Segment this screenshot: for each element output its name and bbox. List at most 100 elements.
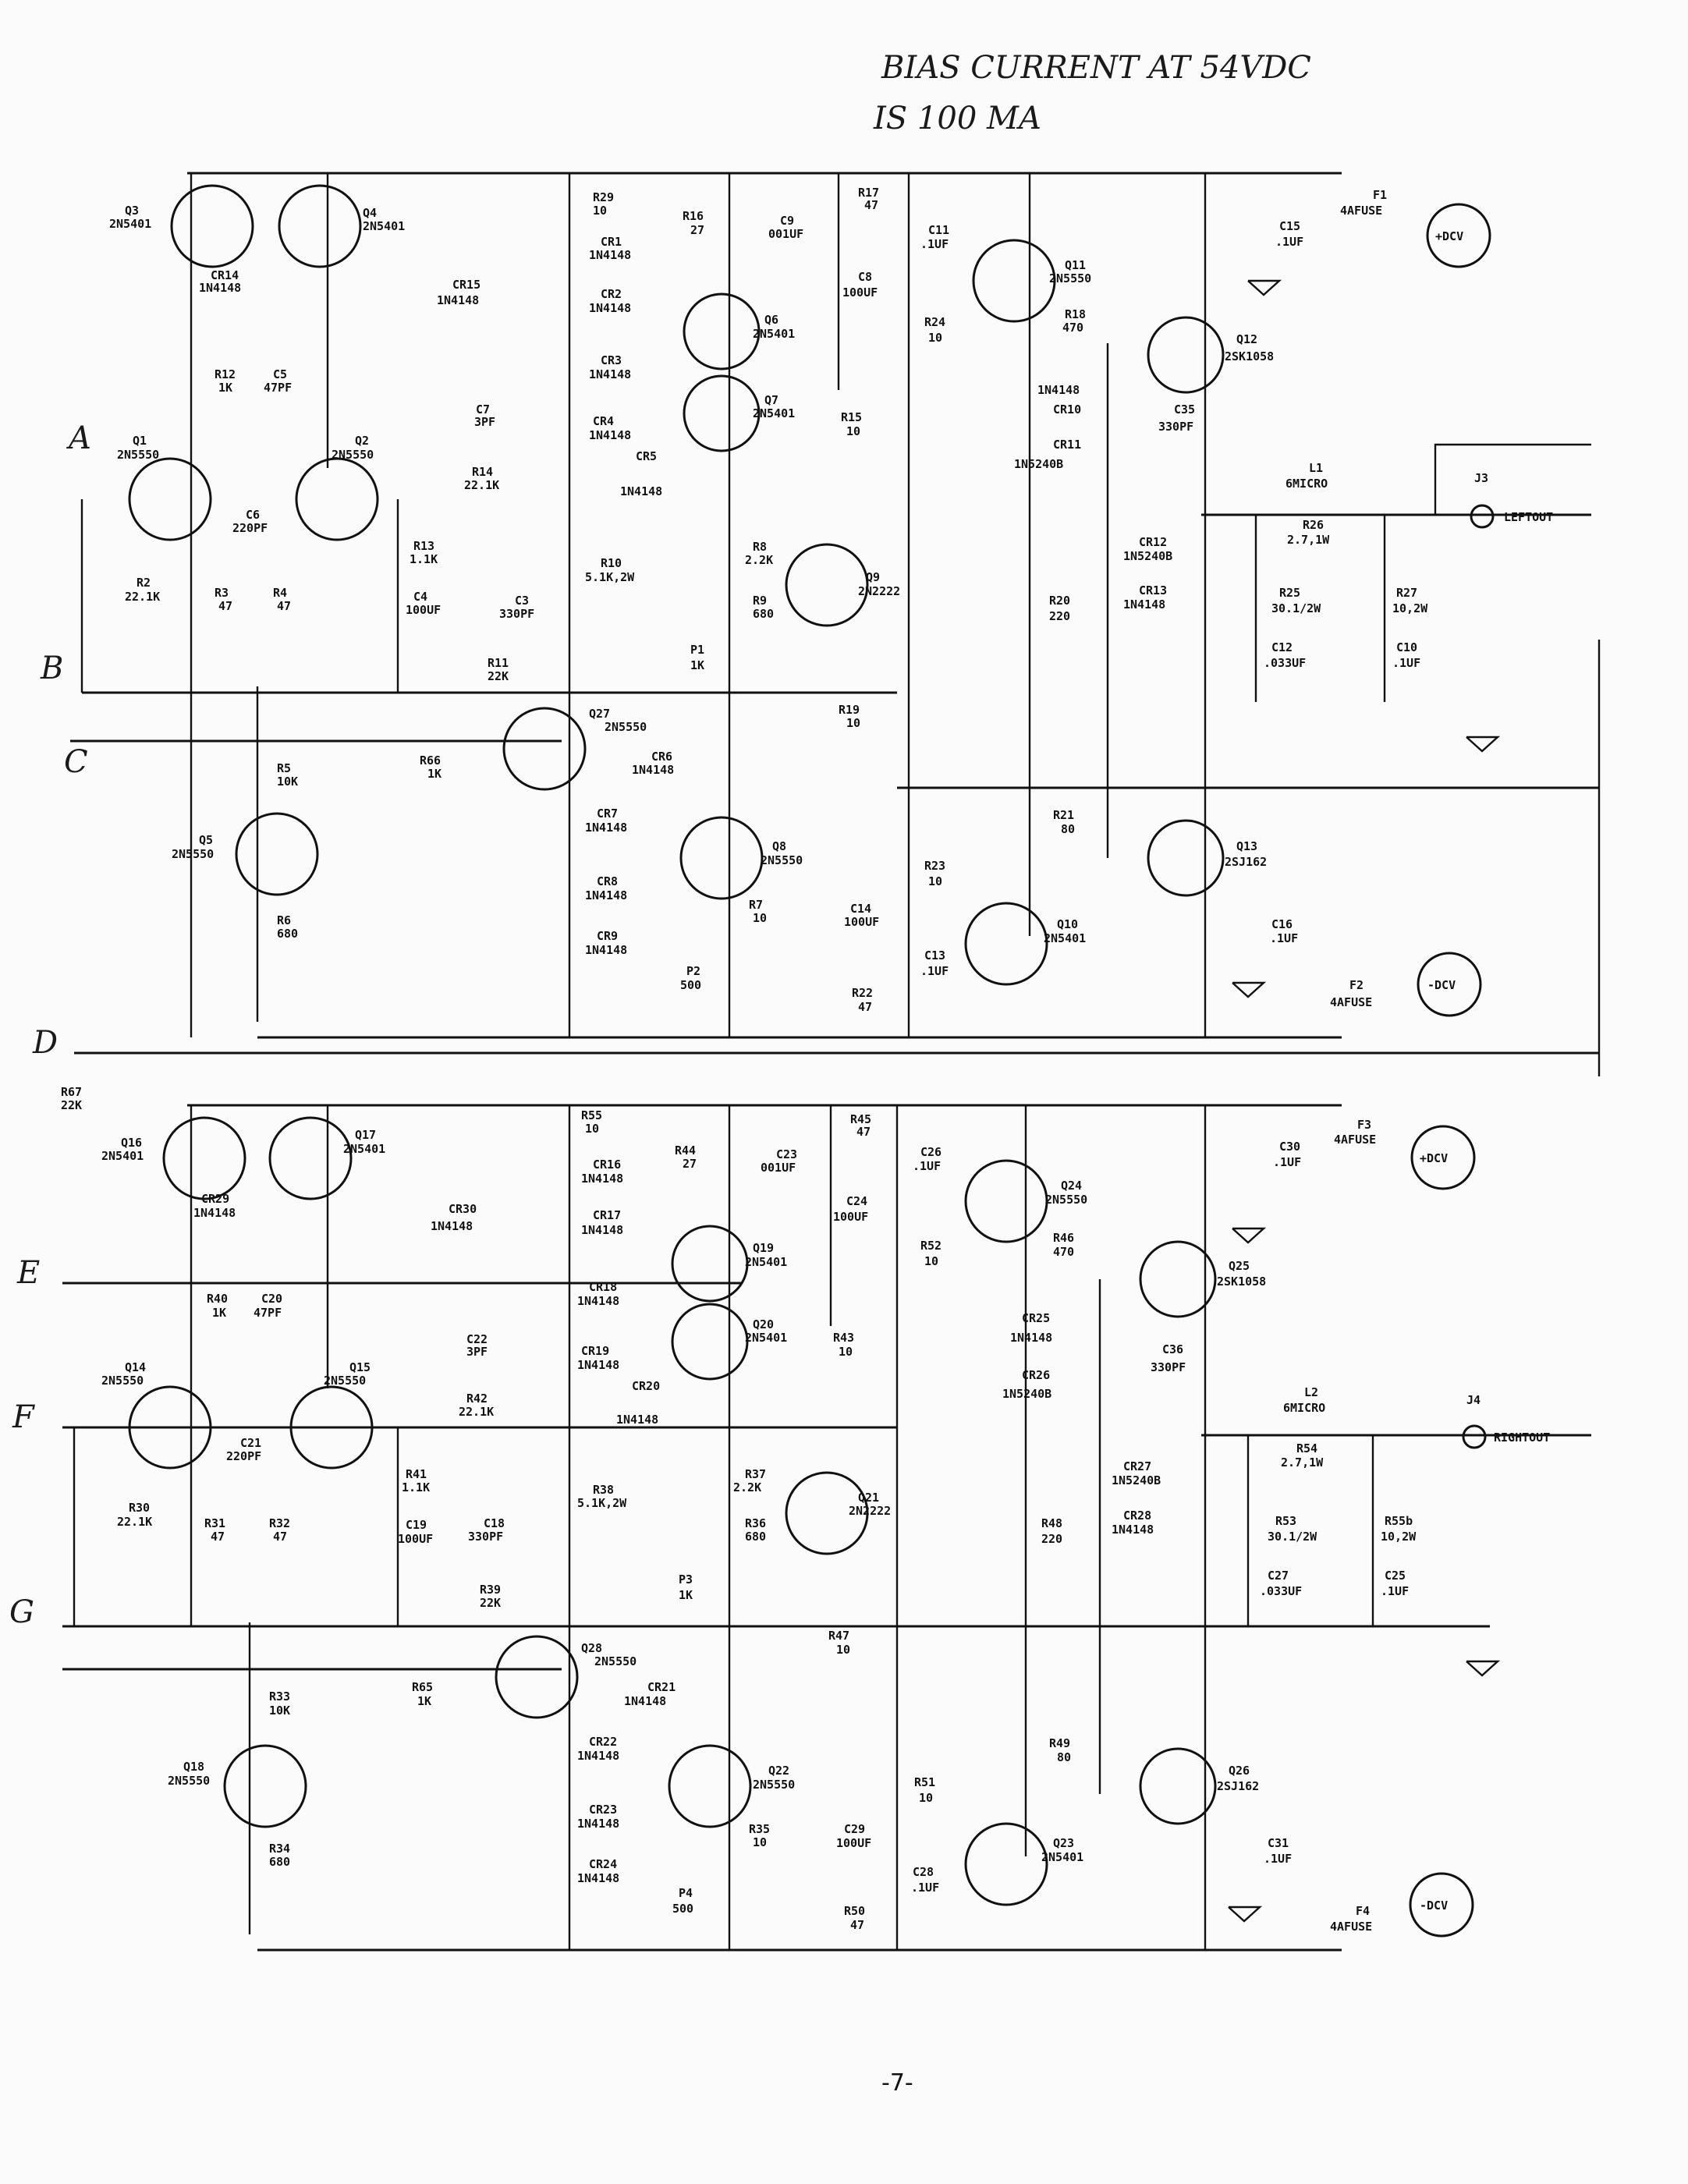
c24-ref: C24	[846, 1194, 867, 1208]
q6-symbol	[683, 292, 761, 370]
q12-ref: Q12	[1236, 332, 1257, 346]
cr18-ref: CR18	[589, 1280, 617, 1294]
q5-ref: Q5	[199, 833, 213, 847]
c13-ref: C13	[924, 948, 945, 963]
p3-ref: P3	[679, 1572, 693, 1587]
edge-letter-a: A	[66, 420, 91, 456]
r30-val: 22.1K	[117, 1515, 152, 1529]
q21-ref: Q21	[858, 1491, 879, 1505]
r23-val: 10	[928, 874, 942, 888]
neg-dcv-terminal-right	[1409, 1872, 1474, 1938]
r55-val: 10	[585, 1122, 599, 1136]
cr3-val: 1N4148	[589, 367, 631, 381]
c19-val: 100UF	[398, 1532, 433, 1546]
c14-ref: C14	[850, 902, 871, 916]
q23-val: 2N5401	[1041, 1850, 1083, 1864]
q27-ref: Q27	[589, 707, 610, 721]
p2-ref: P2	[686, 964, 700, 978]
cr25-ref: CR25	[1022, 1311, 1050, 1325]
cr20-val: 1N4148	[616, 1413, 658, 1427]
r67-val: 22K	[61, 1098, 82, 1112]
c21-val: 220PF	[226, 1449, 261, 1463]
r43-val: 10	[839, 1345, 853, 1359]
q4-ref: Q4	[363, 206, 377, 220]
r8-ref: R8	[753, 540, 767, 554]
bias-note-line1: BIAS CURRENT AT 54VDC	[881, 50, 1311, 86]
r50-ref: R50	[844, 1904, 865, 1918]
cr16-val: 1N4148	[581, 1172, 623, 1186]
neg-dcv-right-label: -DCV	[1420, 1899, 1448, 1913]
r15-ref: R15	[841, 410, 862, 424]
q28-val: 2N5550	[594, 1654, 637, 1668]
c23-ref: C23	[776, 1147, 797, 1161]
r23-ref: R23	[924, 859, 945, 873]
r18-val: 470	[1062, 321, 1083, 335]
cr26-ref: CR26	[1022, 1368, 1050, 1382]
page-number: -7-	[881, 2069, 913, 2097]
leftout-label: LEFTOUT	[1504, 510, 1553, 524]
r19-val: 10	[846, 716, 860, 730]
r26-val: 2.7,1W	[1287, 533, 1330, 547]
r21-val: 80	[1061, 822, 1075, 836]
r39-val: 22K	[480, 1596, 501, 1610]
q22-val: 2N5550	[753, 1778, 795, 1792]
r2-ref: R2	[137, 576, 151, 590]
neg-dcv-terminal-left	[1417, 952, 1482, 1017]
q2-val: 2N5550	[332, 448, 374, 462]
cr21-ref: CR21	[647, 1680, 676, 1694]
r3-val: 47	[218, 599, 232, 613]
cr12-val: 1N5240B	[1123, 549, 1172, 563]
q2-ref: Q2	[355, 434, 369, 448]
c23-val: 001UF	[761, 1161, 796, 1175]
q5-symbol	[235, 812, 319, 896]
r41-ref: R41	[406, 1467, 427, 1481]
c6-val: 220PF	[232, 521, 268, 535]
cr15-ref: CR15	[452, 278, 481, 292]
q14-val: 2N5550	[101, 1374, 144, 1388]
cr22-ref: CR22	[589, 1735, 617, 1749]
q28-symbol	[495, 1635, 579, 1719]
c25-val: .1UF	[1381, 1584, 1409, 1598]
cr23-val: 1N4148	[577, 1817, 619, 1831]
q25-val: 2SK1058	[1217, 1275, 1266, 1289]
q15-val: 2N5550	[324, 1374, 366, 1388]
c20-val: 47PF	[254, 1306, 282, 1320]
r38-val: 5.1K,2W	[577, 1496, 627, 1510]
edge-letter-e: E	[16, 1255, 40, 1291]
cr26-val: 1N5240B	[1002, 1387, 1051, 1401]
c12-ref: C12	[1271, 640, 1293, 654]
q16-val: 2N5401	[101, 1149, 144, 1163]
r65-ref: R65	[412, 1680, 433, 1694]
q7-symbol	[683, 374, 761, 452]
p2-val: 500	[680, 978, 701, 992]
r32-ref: R32	[269, 1516, 290, 1530]
right-channel	[62, 1104, 1591, 1952]
c22-ref: C22	[466, 1332, 488, 1346]
q26-val: 2SJ162	[1217, 1779, 1259, 1793]
q14-ref: Q14	[125, 1360, 146, 1374]
cr27-ref: CR27	[1123, 1459, 1151, 1473]
left-labels: Q3 2N5401 Q4 2N5401 CR14 1N4148 R12 1K C…	[109, 186, 1553, 1014]
q19-symbol	[671, 1225, 749, 1303]
cr1-val: 1N4148	[589, 248, 631, 262]
q9-ref: Q9	[866, 570, 880, 584]
q27-symbol	[502, 707, 587, 791]
cr13-ref: CR13	[1139, 583, 1167, 597]
r25-ref: R25	[1279, 586, 1300, 600]
pos-dcv-right-label: +DCV	[1420, 1151, 1448, 1165]
l2-ref: L2	[1304, 1385, 1318, 1399]
cr19-val: 1N4148	[577, 1358, 619, 1372]
q20-symbol	[671, 1303, 749, 1381]
c12-val: .033UF	[1264, 656, 1306, 670]
c28-val: .1UF	[911, 1881, 939, 1895]
q21-val: 2N2222	[849, 1504, 891, 1518]
r8-val: 2.2K	[745, 553, 773, 567]
q19-ref: Q19	[753, 1241, 774, 1255]
r16-val: 27	[690, 223, 704, 237]
right-labels: R67 22K Q16 2N5401 Q17 2N5401 CR29 1N414…	[61, 1085, 1550, 1934]
ground-icon	[1232, 981, 1267, 998]
q3-val: 2N5401	[109, 217, 151, 231]
r5-val: 10K	[277, 775, 298, 789]
neg-dcv-left-label: -DCV	[1427, 978, 1456, 992]
